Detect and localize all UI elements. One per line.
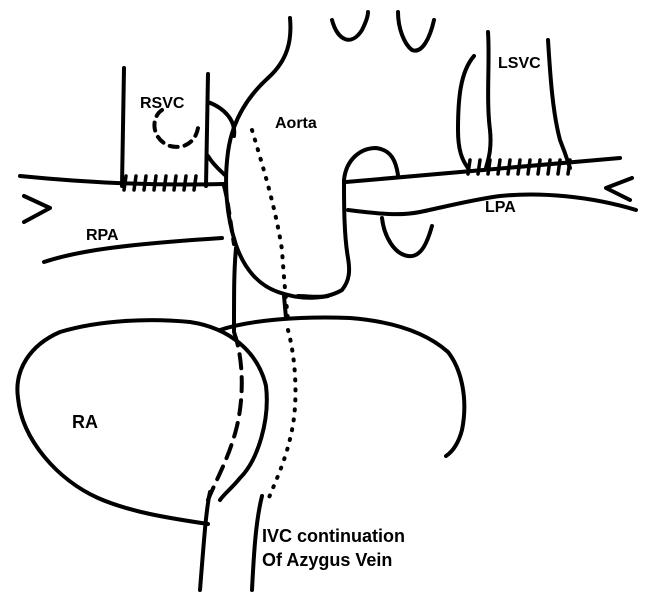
label-rpa: RPA: [86, 227, 119, 244]
ra-outline: [17, 320, 266, 524]
ivc-left-wall: [200, 492, 210, 590]
lsvc-vessel: [458, 32, 570, 174]
pulmonary-arteries: [20, 158, 636, 330]
label-ivc-line2: Of Azygus Vein: [262, 550, 392, 570]
left-chevron: [24, 196, 50, 222]
azygos-dotted-path: [268, 330, 295, 500]
label-ivc-line1: IVC continuation: [262, 526, 405, 546]
label-aorta: Aorta: [275, 115, 317, 132]
rsvc-vessel: [122, 68, 234, 190]
ivc-right-wall: [252, 496, 262, 590]
label-lsvc: LSVC: [498, 55, 541, 72]
azygos-dashed-path: [208, 332, 242, 500]
ventricle-outline: [220, 318, 464, 457]
label-ra: RA: [72, 412, 98, 432]
label-lpa: LPA: [485, 199, 516, 216]
right-chevron: [606, 178, 632, 200]
label-rsvc: RSVC: [140, 95, 185, 112]
